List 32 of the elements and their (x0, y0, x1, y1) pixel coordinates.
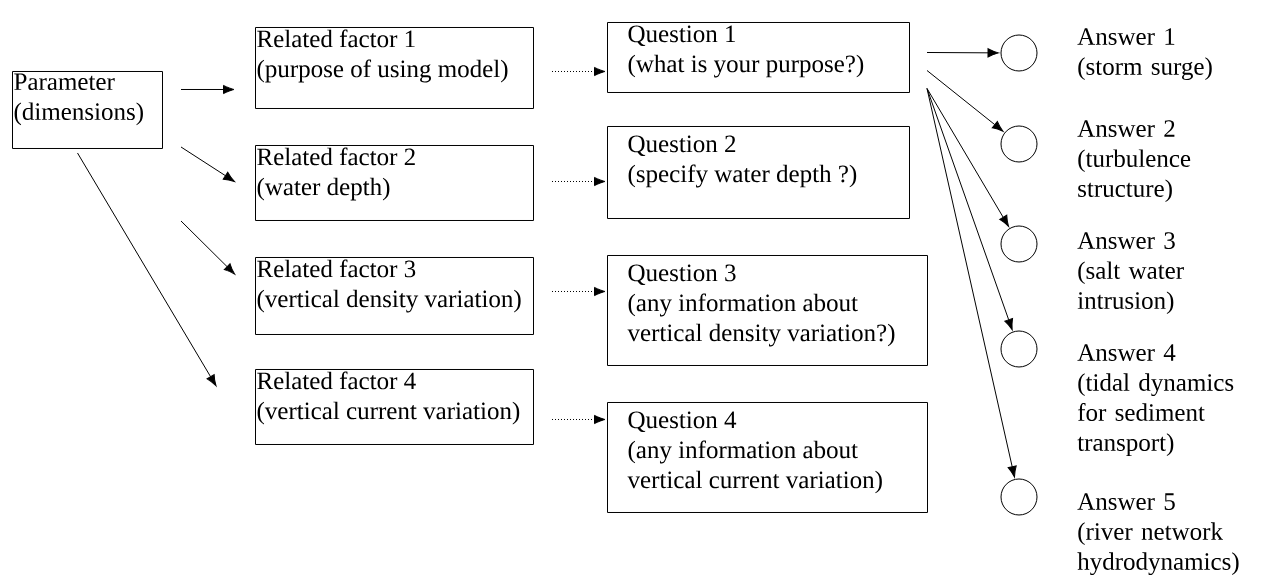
process-box: Question 4 (any information about vertical current variation) (607, 402, 928, 513)
arrow (180, 84, 235, 95)
answer-label: Answer 5 (river network hydrodynamics) (1077, 493, 1239, 576)
circle (1000, 34, 1038, 72)
process-box: Related factor 2 (water depth) (255, 145, 534, 221)
arrow (551, 286, 606, 297)
arrow (926, 88, 1017, 478)
answer-label: Answer 2 (turbulence structure) (1077, 120, 1191, 203)
answer-label: Answer 4 (tidal dynamics for sediment transport) (1077, 344, 1234, 456)
arrow (551, 176, 606, 187)
answer-label: Answer 1 (storm surge) (1077, 28, 1212, 81)
arrow (180, 220, 236, 275)
answer-label: Answer 3 (salt water intrusion) (1077, 232, 1184, 315)
process-box: Related factor 1 (purpose of using model) (255, 27, 534, 109)
process-box: Parameter (dimensions) (12, 71, 163, 149)
process-box: Related factor 3 (vertical density variation) (255, 257, 534, 335)
arrow (926, 88, 1014, 331)
arrow (926, 70, 1004, 132)
arrow (77, 152, 217, 387)
circle (1000, 225, 1038, 263)
circle (1000, 330, 1038, 368)
process-box: Question 3 (any information about vertical density variation?) (607, 255, 928, 366)
arrow (926, 48, 999, 58)
arrow (926, 88, 1010, 227)
arrow (551, 66, 606, 77)
circle (1000, 478, 1038, 516)
arrow (180, 146, 235, 182)
process-box: Related factor 4 (vertical current variation) (255, 369, 534, 445)
process-box: Question 2 (specify water depth ?) (607, 126, 910, 219)
process-box: Question 1 (what is your purpose?) (607, 22, 910, 93)
circle (1000, 125, 1038, 163)
arrow (551, 414, 606, 425)
